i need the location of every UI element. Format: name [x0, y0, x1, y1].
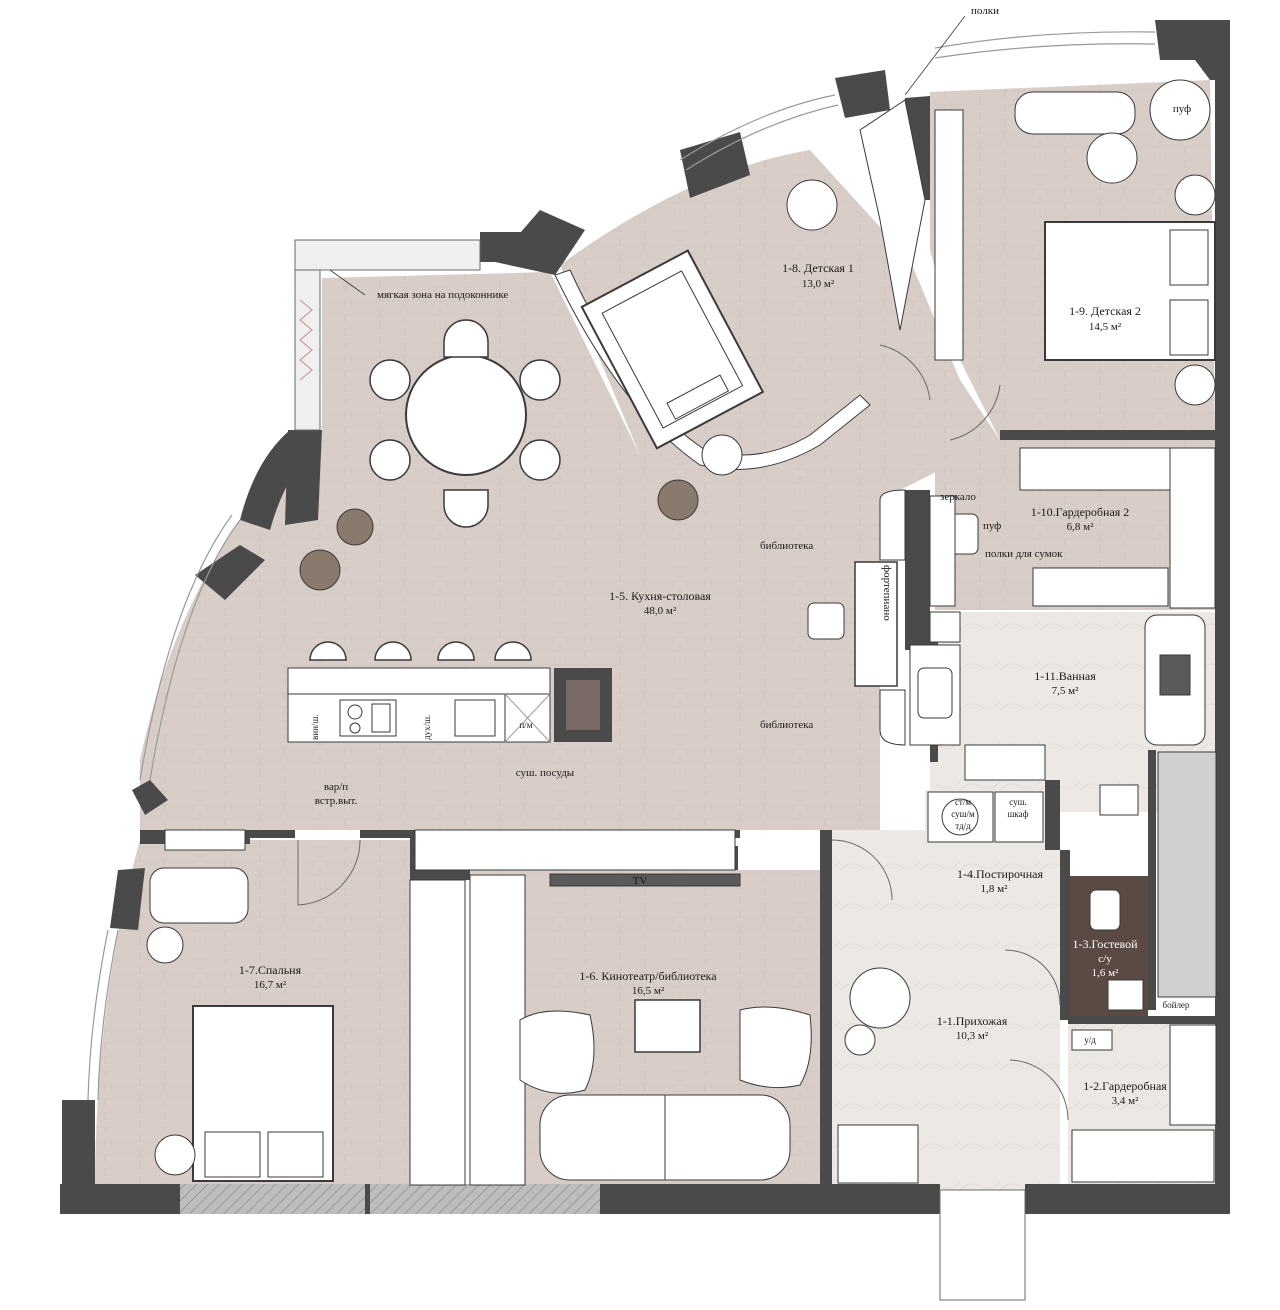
plants — [299, 479, 699, 591]
note-dry-cabinet-1: суш. — [1009, 797, 1027, 807]
room-area-hall: 10,3 м² — [956, 1030, 989, 1042]
library-shelves — [879, 489, 906, 746]
doors — [297, 344, 1069, 1301]
annotation-labels: полки мягкая зона на подоконнике пуф зер… — [315, 5, 1191, 1045]
room-name-cinema: 1-6. Кинотеатр/библиотека — [579, 969, 717, 983]
note-pouf-wardrobe: пуф — [983, 520, 1001, 532]
room-name-bathroom: 1-11.Ванная — [1034, 669, 1096, 683]
room-sub-guest-wc: с/у — [1098, 953, 1112, 965]
label-wine-fridge: вин/ш. — [310, 714, 320, 740]
note-hob: вар/п — [324, 781, 348, 793]
room-area-laundry: 1,8 м² — [981, 883, 1008, 895]
note-library-bottom: библиотека — [760, 719, 813, 731]
room-area-bathroom: 7,5 м² — [1052, 685, 1079, 697]
hall-furniture — [837, 967, 1217, 1184]
kids-room-2-furniture — [934, 79, 1216, 406]
room-name-kitchen: 1-5. Кухня-столовая — [609, 589, 711, 603]
room-name-hall: 1-1.Прихожая — [937, 1014, 1008, 1028]
bathroom-fixtures — [909, 611, 1217, 998]
note-piano: фортепиано — [881, 565, 893, 621]
walls — [60, 20, 1230, 1214]
room-name-wardrobe-2: 1-10.Гардеробная 2 — [1031, 505, 1130, 519]
note-toilet-dryer: у/д — [1084, 1035, 1096, 1045]
note-mirror: зеркало — [940, 491, 976, 503]
note-boiler: бойлер — [1163, 1000, 1190, 1010]
room-area-wardrobe-2: 6,8 м² — [1067, 521, 1094, 533]
guest-wc-fixtures — [1089, 889, 1144, 1011]
note-shelves: полки — [971, 5, 999, 17]
room-name-laundry: 1-4.Постирочная — [957, 867, 1043, 881]
room-name-kids-2: 1-9. Детская 2 — [1069, 304, 1141, 318]
room-name-guest-wc: 1-3.Гостевой — [1072, 937, 1138, 951]
note-soft-zone: мягкая зона на подоконнике — [377, 289, 508, 301]
dining-table — [369, 319, 561, 528]
label-dishwasher: п/м — [519, 720, 532, 730]
room-area-kids-2: 14,5 м² — [1089, 321, 1122, 333]
room-area-kids-1: 13,0 м² — [802, 278, 835, 290]
wardrobe-2-furniture — [929, 447, 1216, 609]
room-name-kids-1: 1-8. Детская 1 — [782, 261, 854, 275]
room-name-bedroom: 1-7.Спальня — [239, 963, 302, 977]
cinema-furniture — [409, 829, 812, 1186]
soft-zone — [294, 239, 481, 431]
kids-room-1-furniture — [554, 99, 926, 476]
kitchen-appliance-labels: вин/ш. дух/ш. п/м — [310, 714, 533, 740]
room-area-guest-wc: 1,6 м² — [1092, 967, 1119, 979]
note-dry-cabinet-2: шкаф — [1008, 809, 1029, 819]
room-area-cinema: 16,5 м² — [632, 985, 665, 997]
room-area-bedroom: 16,7 м² — [254, 979, 287, 991]
note-library-top: библиотека — [760, 540, 813, 552]
note-dryer: суш/м — [951, 809, 975, 819]
note-washing-machine: ст/м — [955, 797, 971, 807]
note-tv: TV — [633, 875, 648, 887]
note-bag-shelves: полки для сумок — [985, 548, 1063, 560]
room-area-wardrobe-1: 3,4 м² — [1112, 1095, 1139, 1107]
note-td: тд/д — [955, 821, 971, 831]
label-oven: дух/ш. — [422, 715, 432, 740]
room-name-wardrobe-1: 1-2.Гардеробная — [1083, 1079, 1167, 1093]
note-builtin-hood: встр.выт. — [315, 795, 358, 807]
piano — [807, 561, 898, 687]
laundry-fixtures — [927, 791, 1044, 843]
room-area-kitchen: 48,0 м² — [644, 605, 677, 617]
note-dish-dryer: суш. посуды — [516, 767, 575, 779]
kitchen-island — [287, 641, 612, 743]
room-labels: 1-8. Детская 1 13,0 м² 1-9. Детская 2 14… — [239, 261, 1167, 1107]
note-pouf-kids: пуф — [1173, 103, 1191, 115]
windows — [87, 31, 1156, 1101]
bedroom-furniture — [146, 829, 334, 1182]
